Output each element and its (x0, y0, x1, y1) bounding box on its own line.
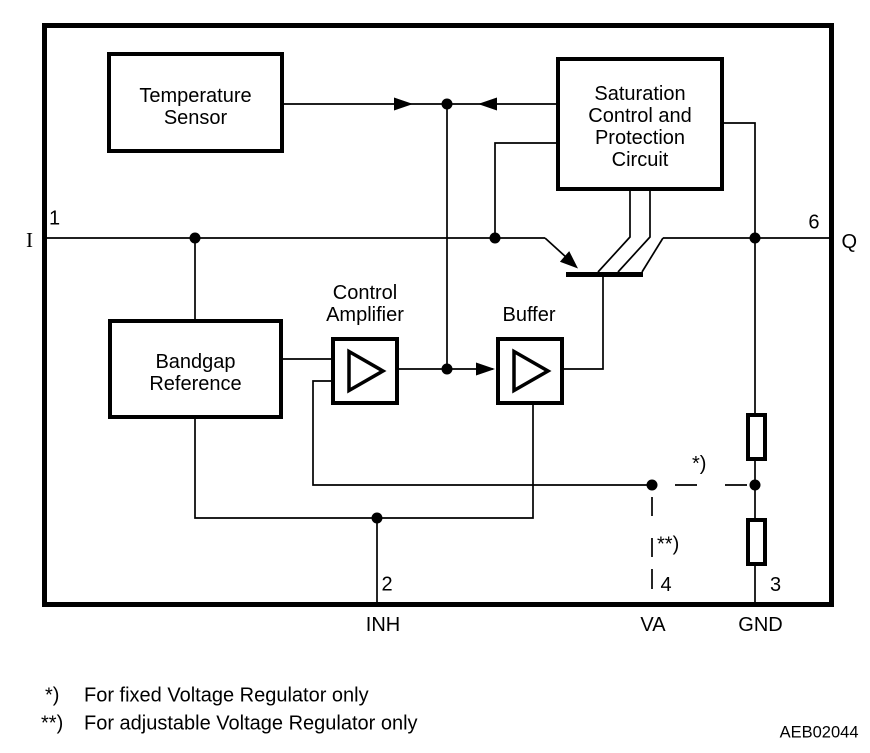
temperature-sensor-label-line2: Sensor (164, 107, 228, 129)
junction-dot (489, 232, 501, 244)
control-amplifier-block: Control Amplifier (326, 282, 404, 405)
power-transistor-symbol (544, 191, 664, 277)
resistor-upper (746, 413, 767, 461)
saturation-label-line3: Protection (595, 127, 685, 149)
junction-dots (189, 98, 761, 524)
pin6-number: 6 (808, 212, 819, 234)
arrow-left-icon (478, 97, 497, 111)
junction-dot (371, 512, 383, 524)
pin4-number: 4 (661, 574, 672, 596)
control-amplifier-label-line2: Amplifier (326, 304, 404, 326)
junction-dot (749, 479, 761, 491)
saturation-control-box (556, 57, 724, 191)
pin-labels: 1 I 6 Q 2 INH 4 VA 3 GND (26, 208, 857, 637)
temperature-sensor-box (107, 52, 284, 153)
saturation-control-block: Saturation Control and Protection Circui… (556, 57, 724, 191)
junction-dot (749, 232, 761, 244)
buffer-block: Buffer (496, 304, 564, 405)
pin2-number: 2 (382, 574, 393, 596)
buffer-triangle-icon (512, 348, 552, 394)
pin4-name: VA (640, 614, 666, 636)
buffer-label: Buffer (503, 304, 556, 326)
pin1-name: I (26, 228, 33, 252)
transistor-base-bar (566, 272, 643, 277)
junction-dot (646, 479, 658, 491)
resistor-lower (746, 518, 767, 566)
bandgap-label-line1: Bandgap (155, 351, 235, 373)
saturation-label-line2: Control and (588, 105, 691, 127)
pin1-number: 1 (49, 208, 60, 230)
bandgap-label-line2: Reference (149, 373, 241, 395)
transistor-collector-outer (641, 237, 664, 273)
junction-dot (441, 98, 453, 110)
wire-buffer-to-base (564, 277, 604, 370)
footnote-fixed-marker: *) (45, 685, 59, 707)
dashed-wires (651, 484, 747, 589)
junction-dot (189, 232, 201, 244)
figure-id: AEB02044 (780, 724, 859, 742)
temperature-sensor-block: Temperature Sensor (107, 52, 284, 153)
wire-saturation-right-tap (724, 122, 756, 415)
transistor-collector-line-2 (617, 191, 651, 273)
arrow-right-icon (394, 97, 413, 111)
junction-dot (441, 363, 453, 375)
transistor-collector-line-1 (597, 191, 631, 273)
footnote-adjustable-marker: **) (41, 713, 63, 735)
wire-feedback-to-amp (312, 380, 652, 486)
device-boundary (42, 23, 834, 607)
wire-inhibit-run (194, 403, 534, 519)
control-amplifier-label-line1: Control (333, 282, 397, 304)
bandgap-reference-box (108, 319, 283, 419)
pin2-name: INH (366, 614, 400, 636)
footnote-fixed-text: For fixed Voltage Regulator only (84, 685, 369, 707)
temperature-sensor-label-line1: Temperature (139, 85, 251, 107)
footnotes: *) For fixed Voltage Regulator only **) … (41, 685, 418, 735)
amplifier-triangle-icon (347, 348, 387, 394)
pin3-name: GND (738, 614, 782, 636)
bandgap-reference-block: Bandgap Reference (108, 319, 283, 419)
pin3-number: 3 (770, 574, 781, 596)
wires (47, 103, 829, 604)
adjustable-option-marker: **) (657, 534, 679, 556)
output-divider (746, 413, 767, 566)
saturation-label-line1: Saturation (594, 83, 685, 105)
transistor-emitter-line (544, 237, 568, 259)
wire-saturation-left-tap (494, 142, 556, 238)
saturation-label-line4: Circuit (612, 149, 669, 171)
fixed-option-marker: *) (692, 453, 706, 475)
footnote-adjustable-text: For adjustable Voltage Regulator only (84, 713, 418, 735)
emitter-arrow-icon (559, 251, 578, 269)
pin6-name: Q (842, 231, 858, 253)
arrow-buffer-input-icon (476, 362, 495, 376)
